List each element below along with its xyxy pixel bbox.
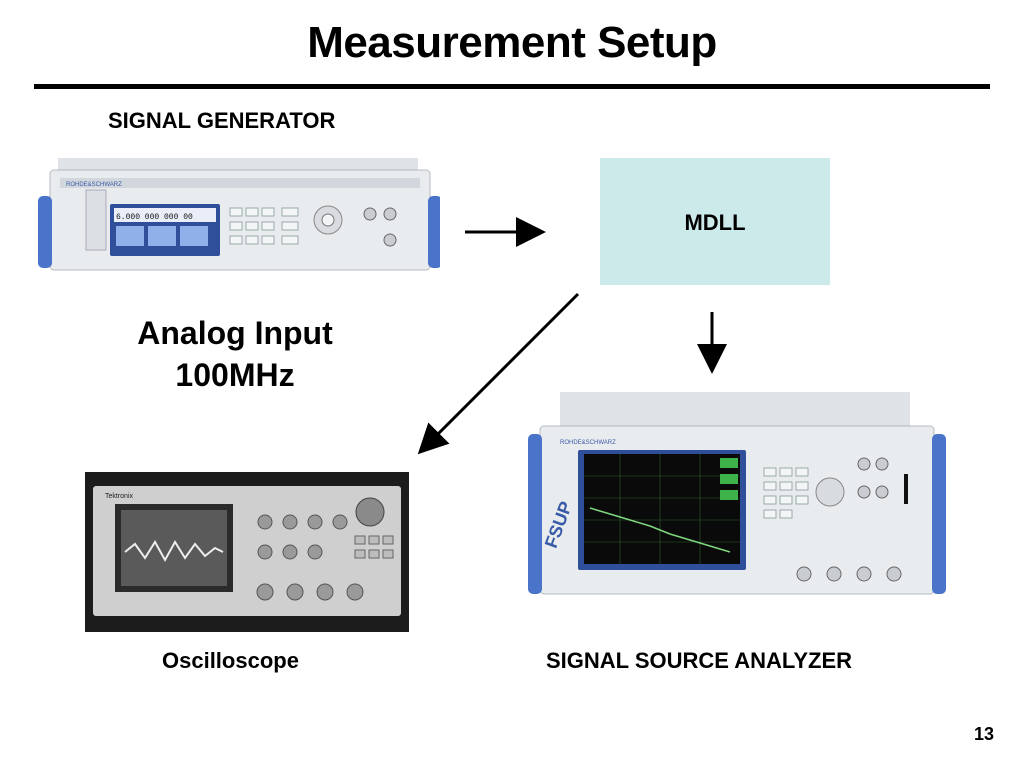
signal-source-analyzer-image: ROHDE&SCHWARZ FSUP	[528, 392, 946, 595]
oscilloscope-label: Oscilloscope	[162, 648, 299, 673]
page-number: 13	[973, 724, 994, 744]
analog-input-line1: Analog Input	[137, 315, 333, 351]
ssa-brand-text: ROHDE&SCHWARZ	[560, 440, 616, 446]
signal-generator-image: ROHDE&SCHWARZ 6.000 000 000 00	[38, 158, 440, 271]
slide-title: Measurement Setup	[307, 18, 717, 67]
mdll-block: MDLL	[600, 158, 830, 285]
sg-freq-text: 6.000 000 000 00	[116, 213, 193, 222]
signal-source-analyzer-label: SIGNAL SOURCE ANALYZER	[546, 648, 853, 673]
mdll-label: MDLL	[684, 210, 746, 235]
analog-input-label: Analog Input 100MHz	[110, 312, 360, 396]
oscilloscope-image: Tektronix	[85, 472, 409, 632]
sg-brand-text: ROHDE&SCHWARZ	[66, 182, 122, 188]
signal-generator-label: SIGNAL GENERATOR	[108, 108, 336, 133]
analog-input-line2: 100MHz	[175, 357, 295, 393]
title-divider	[34, 84, 990, 89]
arrow-mdll-to-oscilloscope	[417, 292, 580, 455]
scope-brand-text: Tektronix	[105, 493, 134, 500]
